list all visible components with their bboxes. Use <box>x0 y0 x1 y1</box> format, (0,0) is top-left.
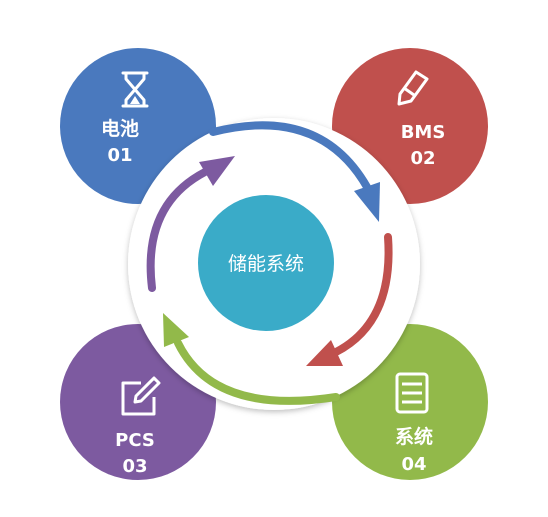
center-hub: 储能系统 <box>198 195 334 331</box>
list-icon <box>395 372 429 414</box>
node-bms-name: BMS <box>401 122 446 143</box>
node-bms-number: 02 <box>410 148 435 169</box>
center-hub-circle <box>198 195 334 331</box>
center-hub-label: 储能系统 <box>228 253 304 275</box>
node-system-number: 04 <box>401 454 426 475</box>
arrow-system-to-pcs <box>163 313 340 405</box>
node-system-name: 系统 <box>395 425 433 448</box>
edit-icon <box>121 376 161 416</box>
node-battery-number: 01 <box>107 145 132 166</box>
arrow-bms-to-system <box>306 233 393 366</box>
arrow-battery-to-bms <box>209 121 380 222</box>
node-pcs-name: PCS <box>115 430 155 451</box>
hourglass-icon <box>121 71 149 108</box>
arrow-pcs-to-battery <box>146 156 235 292</box>
node-pcs-number: 03 <box>122 456 147 477</box>
cycle-arrows <box>146 121 393 405</box>
watermark: 知乎 @碳中和资料下载 <box>374 484 518 501</box>
node-battery-name: 电池 <box>101 117 139 140</box>
pencil-icon <box>397 70 429 106</box>
